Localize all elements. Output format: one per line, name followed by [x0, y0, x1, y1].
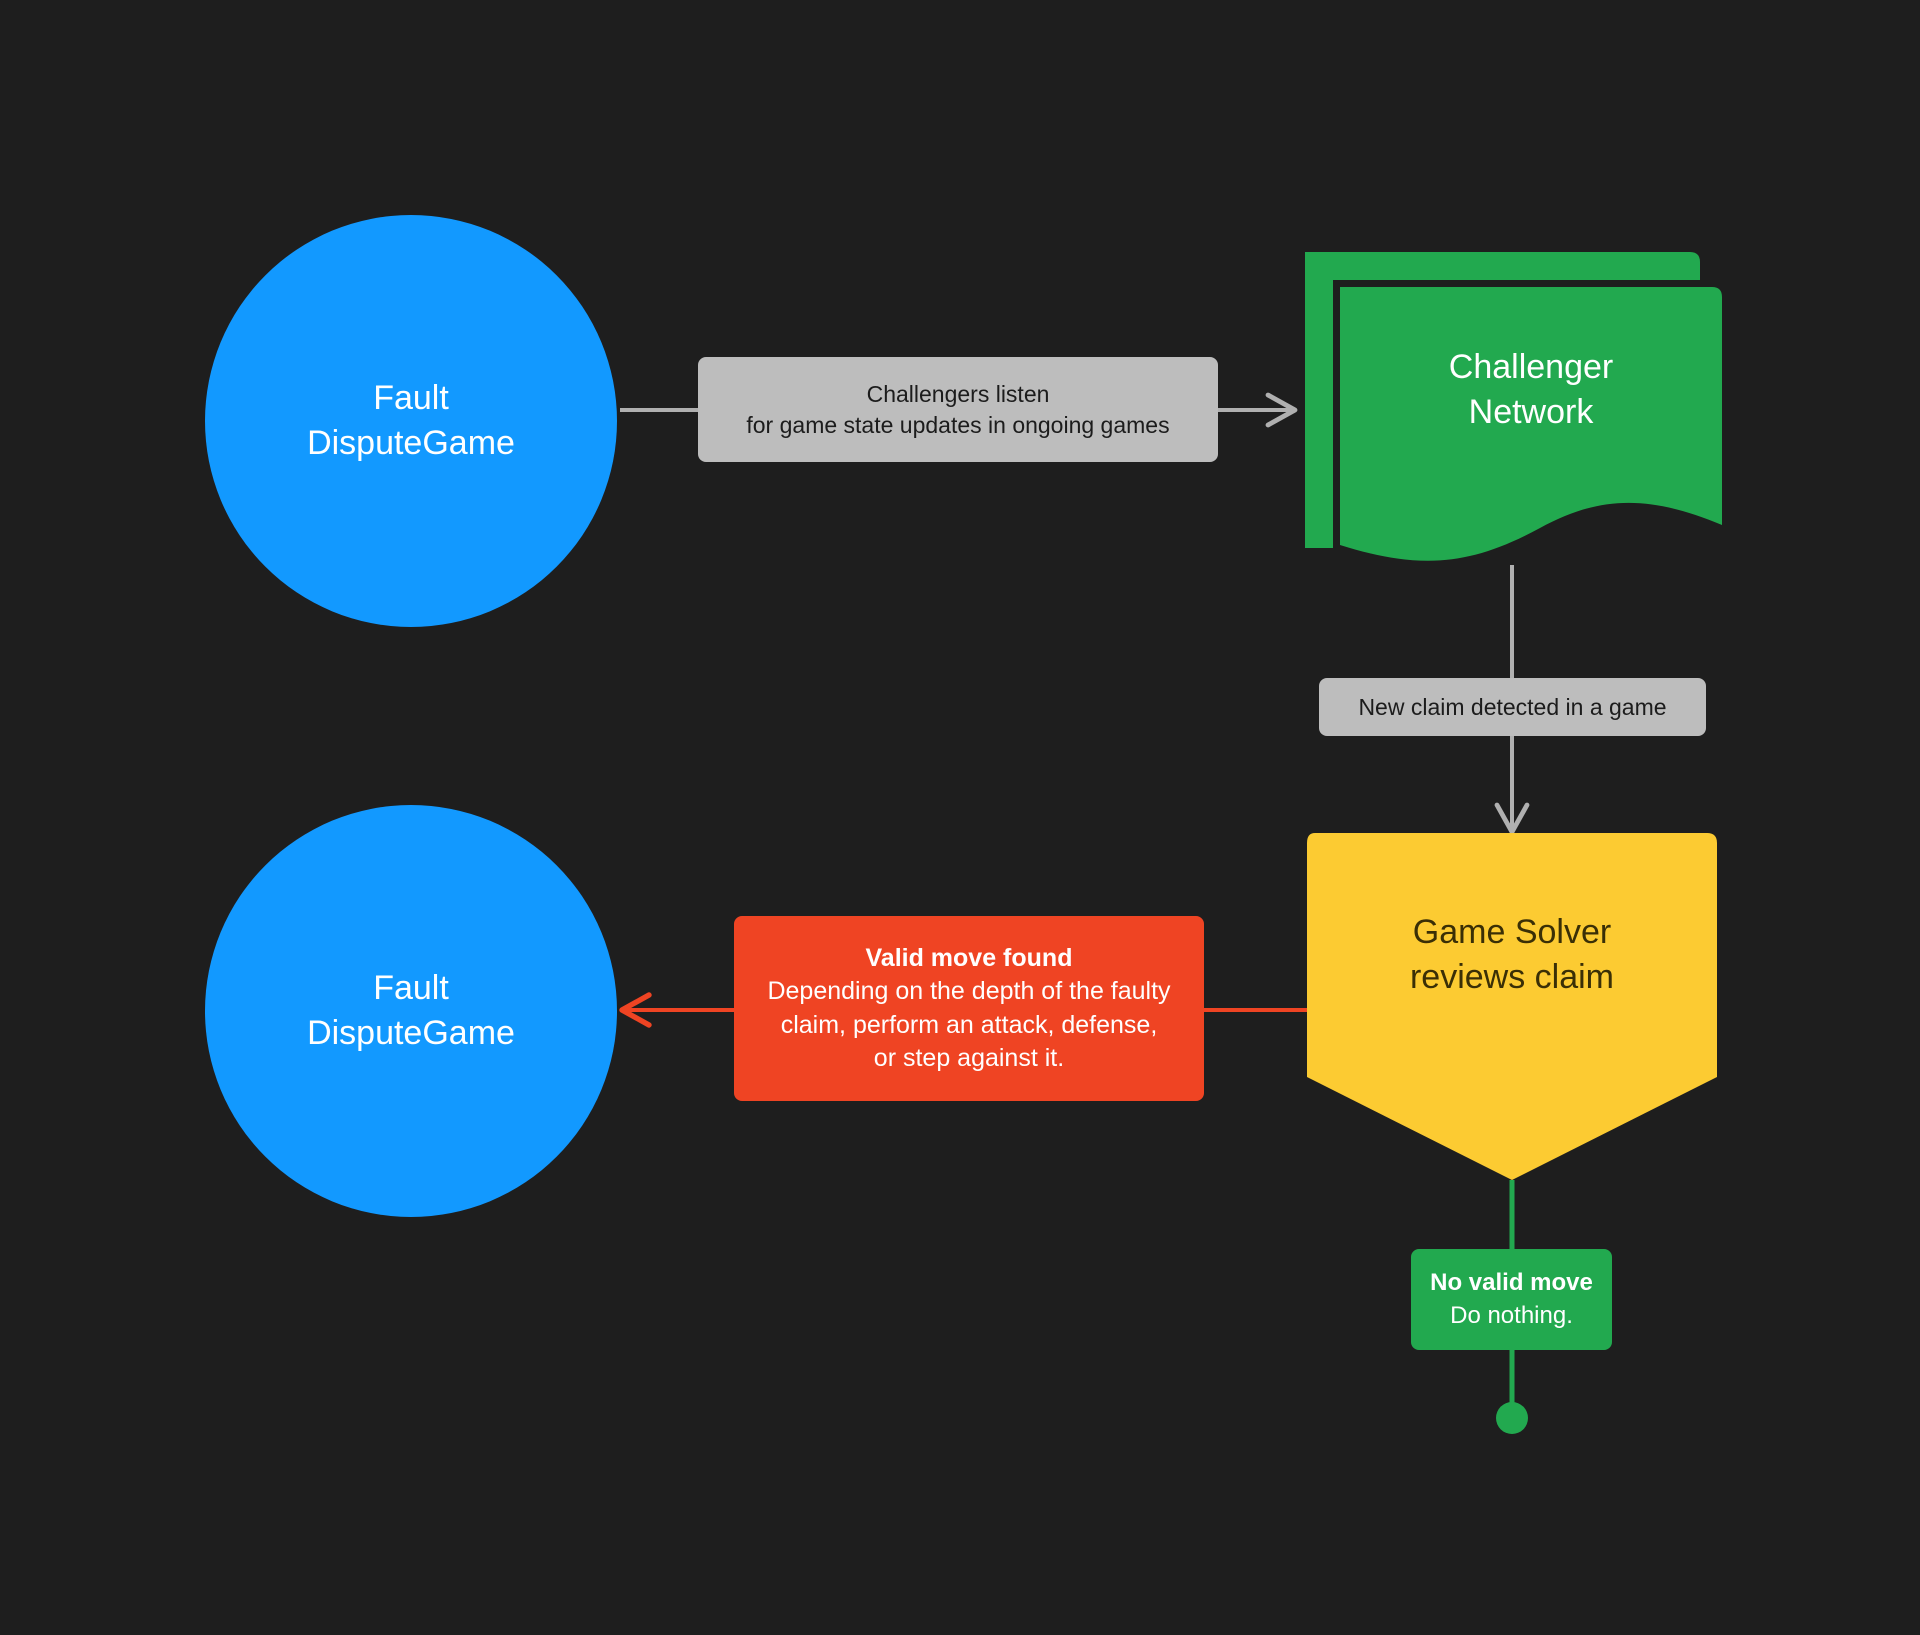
end-terminal-dot — [1496, 1402, 1528, 1434]
edge-label-line: or step against it. — [873, 1044, 1065, 1072]
node-game-solver[interactable] — [1307, 833, 1717, 1180]
game-solver-shape — [1307, 833, 1717, 1180]
node-fault-dispute-game-bottom[interactable] — [205, 805, 617, 1217]
edge-label-line: Challengers listen — [866, 380, 1050, 407]
challenger-network-front-card — [1340, 287, 1722, 561]
edge-label-challengers-listen[interactable]: Challengers listen for game state update… — [698, 357, 1218, 462]
edge-label-line: Depending on the depth of the faulty — [767, 977, 1171, 1005]
node-fault-dispute-game-top[interactable] — [205, 215, 617, 627]
edge-label-new-claim[interactable]: New claim detected in a game — [1319, 678, 1706, 736]
edge-label-line: No valid move — [1430, 1269, 1593, 1297]
edge-label-line: Valid move found — [865, 943, 1073, 972]
edge-label-valid-move[interactable]: Valid move found Depending on the depth … — [734, 916, 1204, 1101]
edge-label-line: claim, perform an attack, defense, — [780, 1010, 1158, 1039]
edge-label-line: New claim detected in a game — [1358, 693, 1667, 720]
edge-label-line: Do nothing. — [1450, 1301, 1573, 1329]
edge-label-no-valid-move[interactable]: No valid move Do nothing. — [1411, 1249, 1612, 1350]
edge-label-line: for game state updates in ongoing games — [746, 411, 1170, 438]
node-challenger-network[interactable] — [1305, 252, 1730, 572]
